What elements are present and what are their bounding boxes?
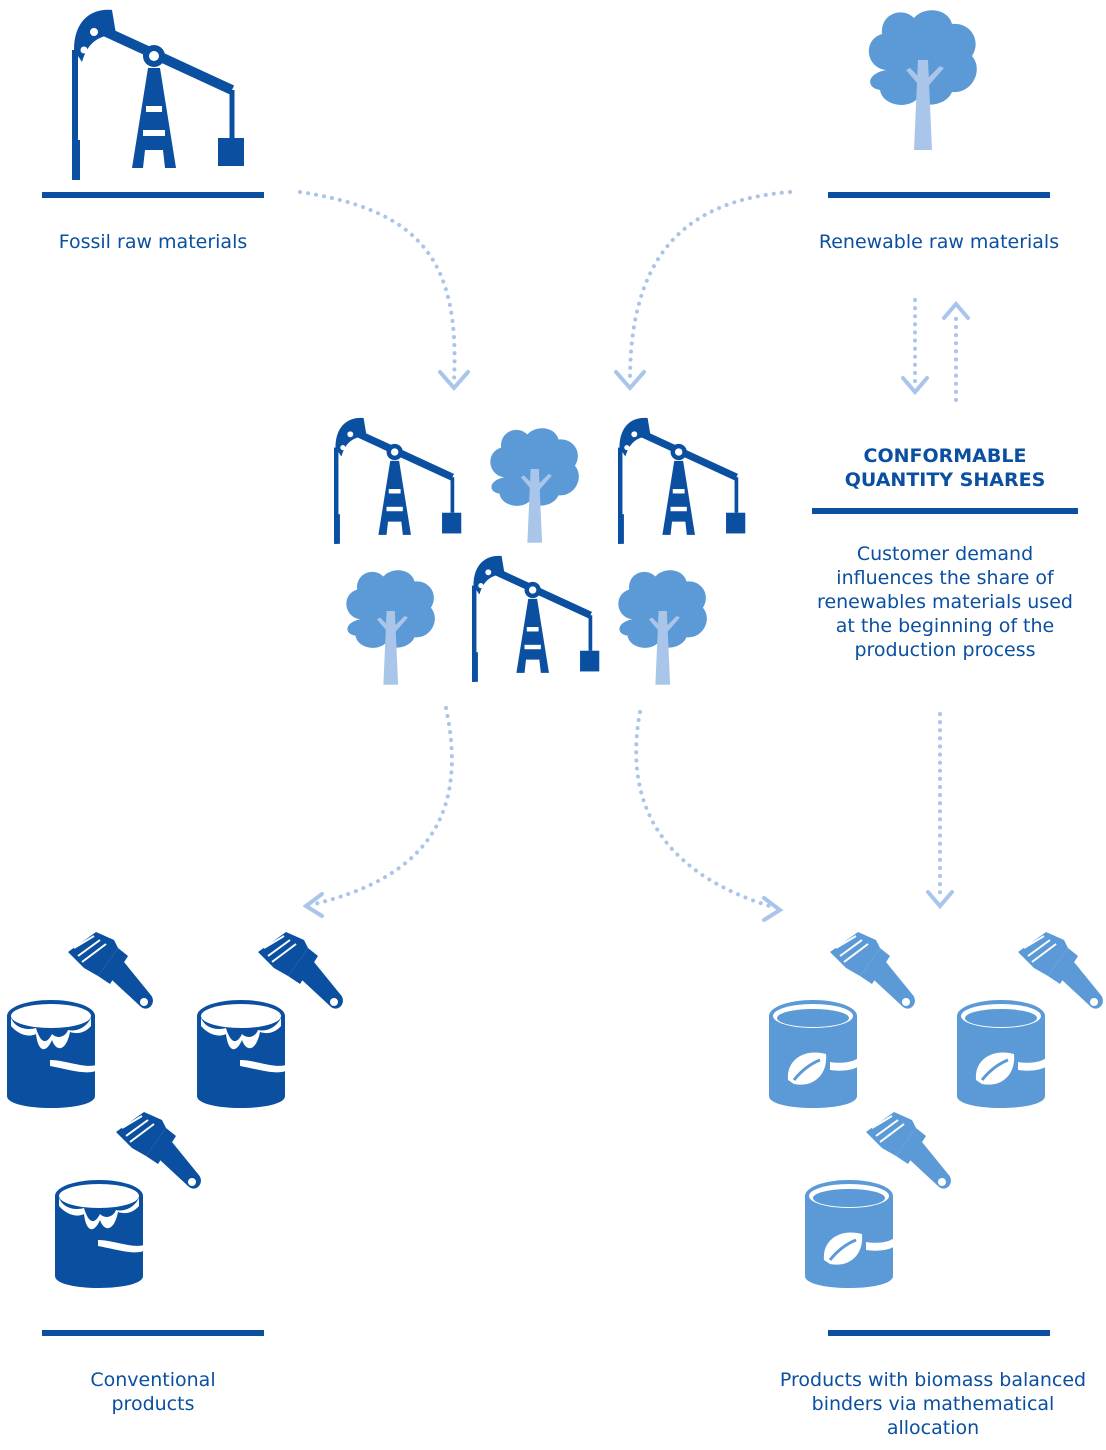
arrow-mix-to-conventional [308, 706, 454, 907]
flow-arrows [298, 190, 970, 922]
biomass-bar [828, 1330, 1050, 1336]
shares-desc-line: renewables materials used [817, 591, 1073, 613]
biomass-bucket-icon-2 [955, 931, 1104, 1110]
conventional-bar [42, 1330, 264, 1336]
arrowhead-demand-down [901, 376, 929, 396]
biomass-label-line: Products with biomass balanced [779, 1369, 1087, 1391]
biomass-label: Products with biomass balanced binders v… [760, 1368, 1106, 1440]
shares-desc-line: at the beginning of the [835, 615, 1055, 637]
mix-pump-icon-1 [334, 418, 461, 544]
renewable-label: Renewable raw materials [818, 231, 1060, 253]
conventional-label: Conventional products [22, 1368, 284, 1416]
mix-tree-icon-1 [490, 428, 579, 543]
arrow-mix-to-biomass [634, 710, 778, 910]
shares-bar [812, 508, 1078, 514]
shares-description: Customer demand influences the share of … [790, 542, 1100, 662]
conventional-bucket-icon-1 [7, 931, 154, 1108]
arrowhead-mix-to-conventional [302, 892, 324, 918]
conventional-label-line: products [111, 1393, 195, 1415]
conventional-label-line: Conventional [90, 1369, 216, 1391]
arrowhead-shares-to-biomass [926, 890, 954, 910]
fossil-bar [42, 192, 264, 198]
arrow-fossil-to-mix [298, 190, 457, 382]
shares-desc-line: production process [854, 639, 1036, 661]
renewable-bar [828, 192, 1050, 198]
shares-title-line1: CONFORMABLE [863, 445, 1027, 467]
biomass-bucket-icon-1 [767, 931, 916, 1110]
arrowhead-renewable-to-mix [614, 370, 646, 392]
biomass-label-line: allocation [886, 1417, 980, 1439]
shares-title: CONFORMABLE QUANTITY SHARES [800, 444, 1090, 492]
biomass-label-line: binders via mathematical [811, 1393, 1055, 1415]
mix-pump-icon-3 [472, 556, 599, 682]
arrow-renewable-to-mix [628, 190, 792, 382]
biomass-bucket-icon-3 [803, 1111, 952, 1290]
renewable-tree-icon [868, 10, 977, 150]
arrowhead-demand-up [942, 300, 970, 320]
shares-desc-line: Customer demand [856, 543, 1034, 565]
fossil-pump-icon [72, 10, 244, 180]
shares-title-line2: QUANTITY SHARES [844, 469, 1046, 491]
conventional-bucket-icon-2 [197, 931, 344, 1108]
arrowhead-fossil-to-mix [438, 370, 470, 392]
mix-pump-icon-2 [618, 418, 745, 544]
fossil-label: Fossil raw materials [58, 231, 248, 253]
mix-tree-icon-2 [346, 570, 435, 685]
shares-desc-line: influences the share of [836, 567, 1054, 589]
mix-tree-icon-3 [618, 570, 707, 685]
arrowhead-mix-to-biomass [762, 896, 784, 922]
conventional-bucket-icon-3 [55, 1111, 202, 1288]
